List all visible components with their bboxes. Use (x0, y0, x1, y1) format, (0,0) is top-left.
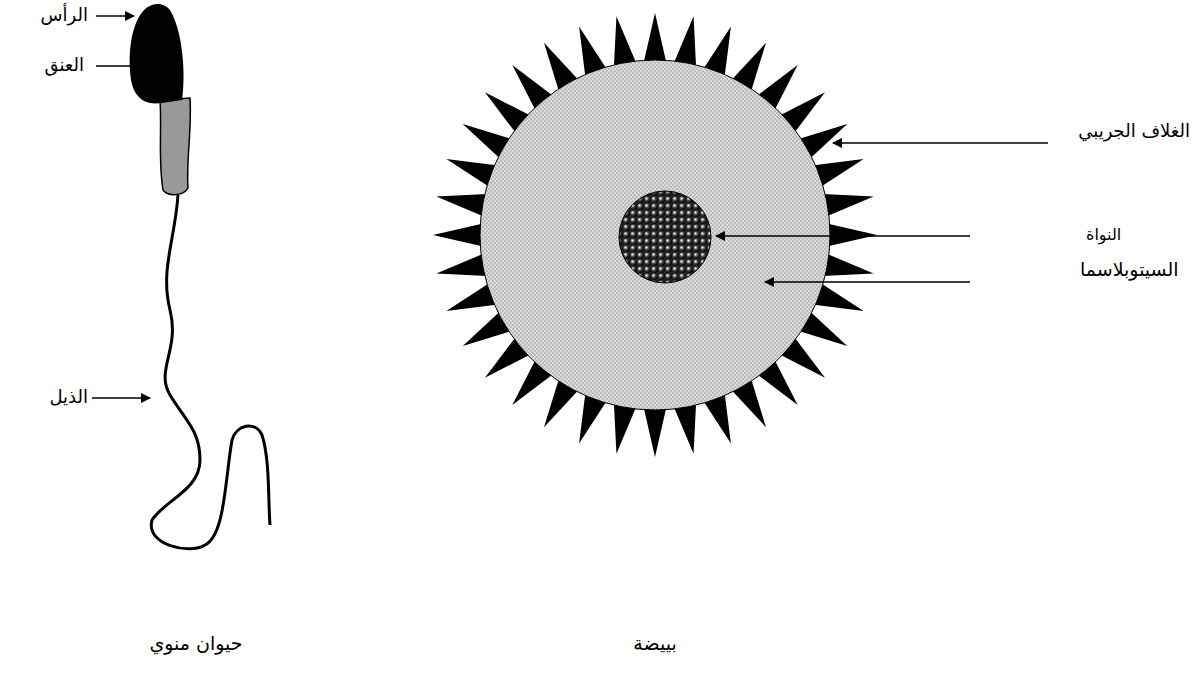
leader-line (96, 65, 146, 66)
part-label: الذيل (49, 386, 88, 408)
part-label: النواة (1086, 225, 1121, 244)
follicle-layer (433, 13, 877, 457)
egg-cell (433, 13, 877, 457)
leader-line (96, 15, 134, 16)
part-label: الرأس (41, 4, 88, 26)
cytoplasm (480, 60, 830, 410)
leader-line (833, 142, 1048, 143)
leader-line (765, 281, 970, 282)
follicle-spike (433, 223, 487, 248)
sperm-head (130, 4, 184, 103)
follicle-spike (643, 403, 668, 457)
part-label: السيتوبلاسما (1080, 258, 1179, 281)
leader-line (92, 397, 150, 398)
leader-lines (92, 16, 1048, 398)
follicle-spike (823, 223, 877, 248)
nucleus (619, 191, 711, 283)
part-label: الغلاف الجريبي (1078, 120, 1190, 142)
part-label: العنق (44, 54, 84, 76)
leader-line (716, 235, 970, 236)
sperm-tail (151, 195, 270, 549)
figure-caption: حيوان منوي (149, 632, 242, 655)
follicle-spike (643, 13, 668, 67)
figure-caption: بييضة (633, 632, 676, 655)
sperm-cell (130, 4, 270, 549)
sperm-neck (160, 98, 190, 195)
